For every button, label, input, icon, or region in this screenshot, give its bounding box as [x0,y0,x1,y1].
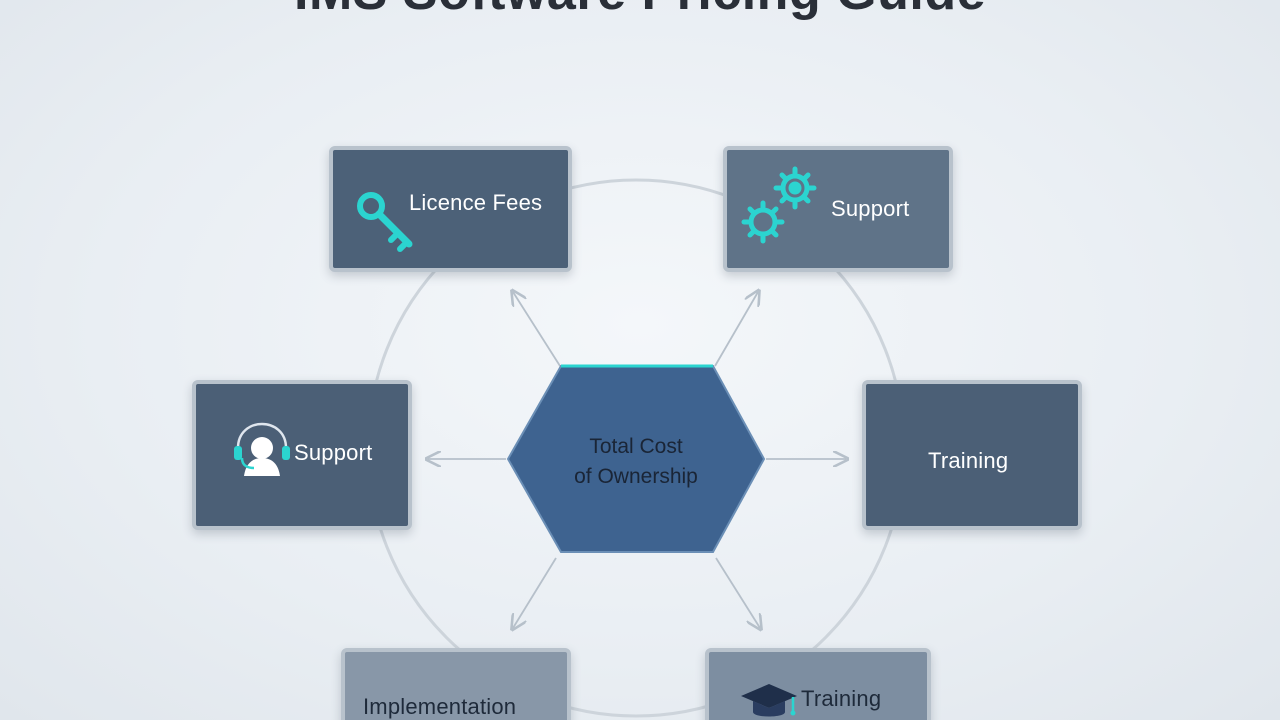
gears-icon [741,166,817,244]
graduation-cap-icon [741,684,797,717]
page-title: IMS Software Pricing Guide [0,0,1280,22]
implementation-label: Implementation [363,694,517,719]
headset-icon [234,422,290,476]
support-top-right-node: Support [723,146,953,272]
arrow-to-licence [513,292,561,367]
support-left-node: Support [192,380,412,530]
arrow-to-support-top-right [714,292,758,367]
training-bottom-label: Training [801,686,882,711]
center-line-2: of Ownership [574,465,698,488]
training-right-node: Training [862,380,1082,530]
licence-fees-node: Licence Fees [329,146,572,272]
total-cost-hexagon: Total Cost of Ownership [506,364,766,554]
licence-fees-label: Licence Fees [409,190,543,215]
training-right-label: Training [928,448,1009,473]
support-left-label: Support [294,440,373,465]
hexagon-shape [506,364,766,553]
arrow-to-training-bottom [715,557,760,628]
arrow-to-implementation [513,557,557,628]
support-top-right-label: Support [831,196,910,221]
center-line-1: Total Cost [589,435,683,458]
key-icon [357,192,413,252]
training-bottom-node: Training [705,648,931,720]
implementation-node: Implementation [341,648,571,720]
